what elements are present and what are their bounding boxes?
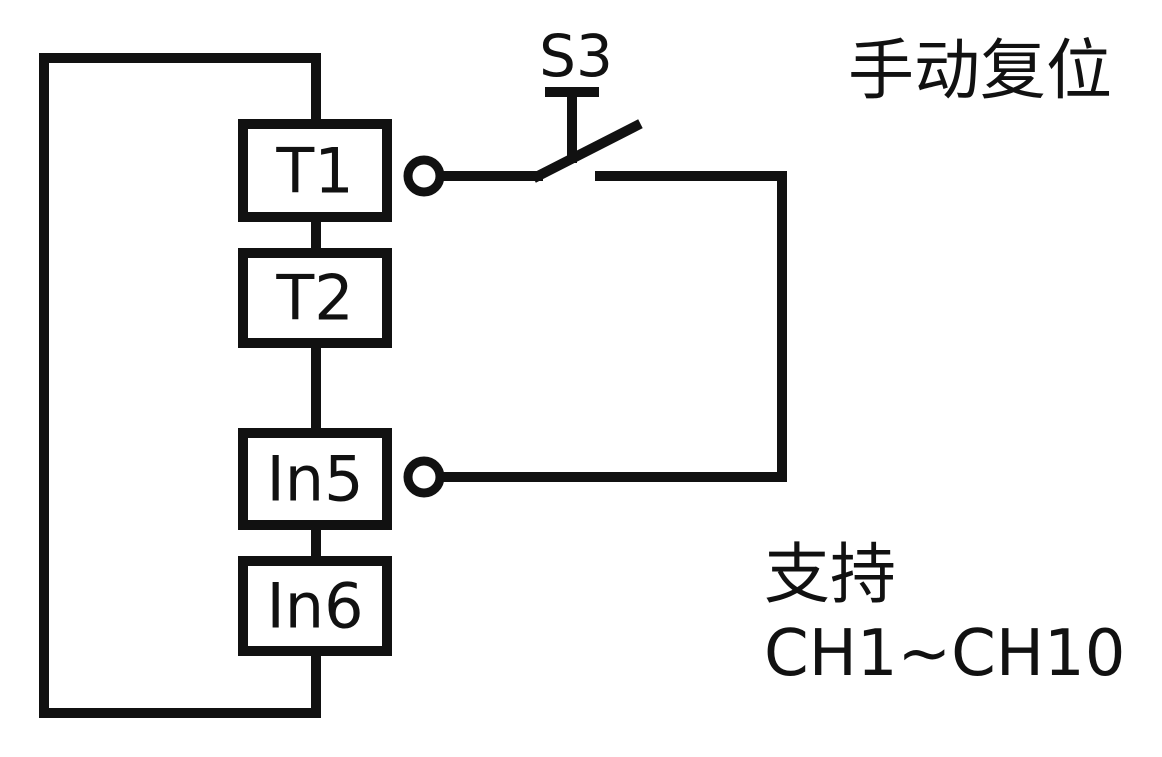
support-note-line-1: 支持 bbox=[764, 536, 896, 613]
connection-terminal-t1 bbox=[403, 155, 445, 197]
terminal-label-t2: T2 bbox=[275, 262, 353, 335]
connection-terminal-in5 bbox=[403, 456, 445, 498]
switch-s3: S3 bbox=[437, 22, 643, 183]
switch-blade bbox=[531, 119, 643, 183]
outer-loop-wire bbox=[39, 53, 321, 718]
terminal-block-t1: T1 bbox=[238, 119, 392, 222]
terminal-label-in6: In6 bbox=[266, 570, 363, 643]
terminal-label-in5: In5 bbox=[266, 443, 363, 516]
support-note-line-2: CH1~CH10 bbox=[764, 617, 1126, 691]
terminal-block-in5: In5 bbox=[238, 428, 392, 530]
switch-label: S3 bbox=[539, 22, 613, 90]
terminal-label-t1: T1 bbox=[275, 135, 353, 208]
switch-return-wire bbox=[437, 171, 787, 482]
terminal-block-t2: T2 bbox=[238, 248, 392, 348]
terminal-block-in6: In6 bbox=[238, 556, 392, 656]
diagram-title: 手动复位 bbox=[848, 32, 1112, 109]
